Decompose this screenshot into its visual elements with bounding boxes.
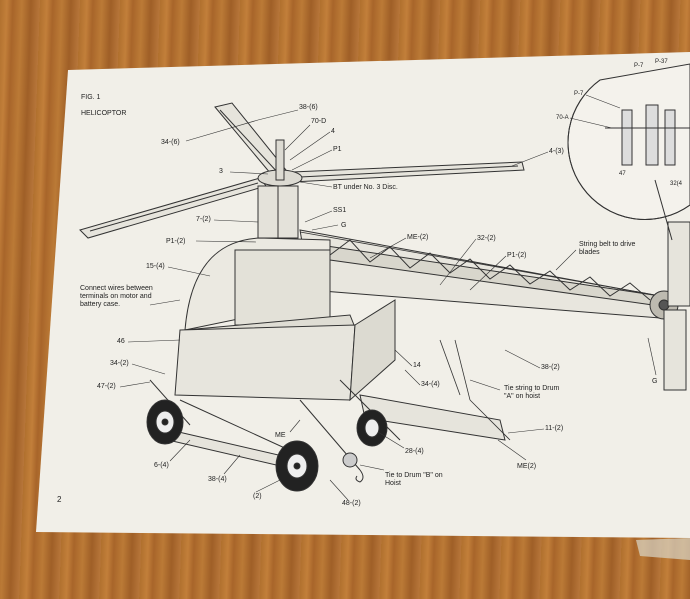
label-28-4: 28-(4)	[405, 448, 424, 455]
label-34-4: 34-(4)	[421, 381, 440, 388]
wheel-front	[275, 440, 319, 492]
label-15-4: 15-(4)	[146, 263, 165, 270]
label-48-2: 48-(2)	[342, 500, 361, 507]
label-tie-string-a: Tie string to Drum "A" on hoist	[504, 385, 560, 400]
label-3: 3	[219, 168, 223, 175]
label-p1-left: P1-(2)	[166, 238, 186, 245]
fig-label: FIG. 1	[81, 94, 101, 101]
label-4-3: 4-(3)	[549, 148, 564, 155]
label-ss1: SS1	[333, 207, 347, 214]
inset-label-32-4: 32(4	[670, 181, 683, 187]
tail-rotor	[649, 221, 690, 391]
label-47-2: 47-(2)	[97, 383, 116, 390]
label-34-6: 34-(6)	[161, 139, 180, 146]
leader-lines	[119, 94, 657, 501]
label-g-right: G	[652, 378, 658, 385]
inset-label-70a: 70-A	[556, 115, 569, 121]
label-38-6: 38-(6)	[299, 104, 318, 111]
label-14: 14	[413, 362, 421, 369]
label-p1-right: P1-(2)	[507, 252, 527, 259]
inset-label-p37: P-37	[655, 59, 668, 65]
label-me-top: ME-(2)	[407, 234, 429, 241]
label-string-belt: String belt to drive blades	[579, 241, 636, 256]
label-4: 4	[331, 128, 335, 135]
label-7-2: 7-(2)	[196, 216, 211, 223]
label-6-4: 6-(4)	[154, 462, 169, 469]
label-38-2: 38-(2)	[541, 364, 560, 371]
page-number: 2	[57, 495, 62, 504]
label-connect-wires: Connect wires between terminals on motor…	[80, 285, 153, 308]
page-title: HELICOPTOR	[81, 110, 127, 117]
label-34-2: 34-(2)	[110, 360, 129, 367]
label-bt-note: BT under No. 3 Disc.	[333, 184, 398, 191]
inset-detail-circle	[567, 63, 690, 241]
label-2: (2)	[253, 493, 262, 500]
inset-label-47: 47	[619, 171, 626, 177]
paper-sheet	[36, 52, 690, 538]
label-11-2: 11-(2)	[545, 425, 564, 432]
label-me-2: ME(2)	[517, 463, 537, 470]
label-70-d: 70-D	[311, 118, 327, 125]
drive-belt-string	[299, 231, 656, 296]
label-38-4: 38-(4)	[208, 476, 227, 483]
label-tie-drum-b: Tie to Drum "B" on Hoist	[385, 472, 443, 487]
inset-label-p7-top: P-7	[634, 63, 644, 69]
inset-label-p7: P-7	[574, 91, 584, 97]
label-g-top: G	[341, 222, 347, 229]
label-32-2: 32-(2)	[477, 235, 496, 242]
cabin-front-panel	[174, 299, 396, 402]
wheel-left	[146, 399, 184, 445]
label-me-mid: ME	[275, 432, 286, 439]
label-46: 46	[117, 338, 125, 345]
paper-shadow	[636, 538, 690, 560]
label-p1: P1	[333, 146, 342, 153]
hoist-strings	[439, 339, 511, 441]
hoist-hook	[342, 452, 364, 483]
wheel-right	[356, 409, 388, 447]
